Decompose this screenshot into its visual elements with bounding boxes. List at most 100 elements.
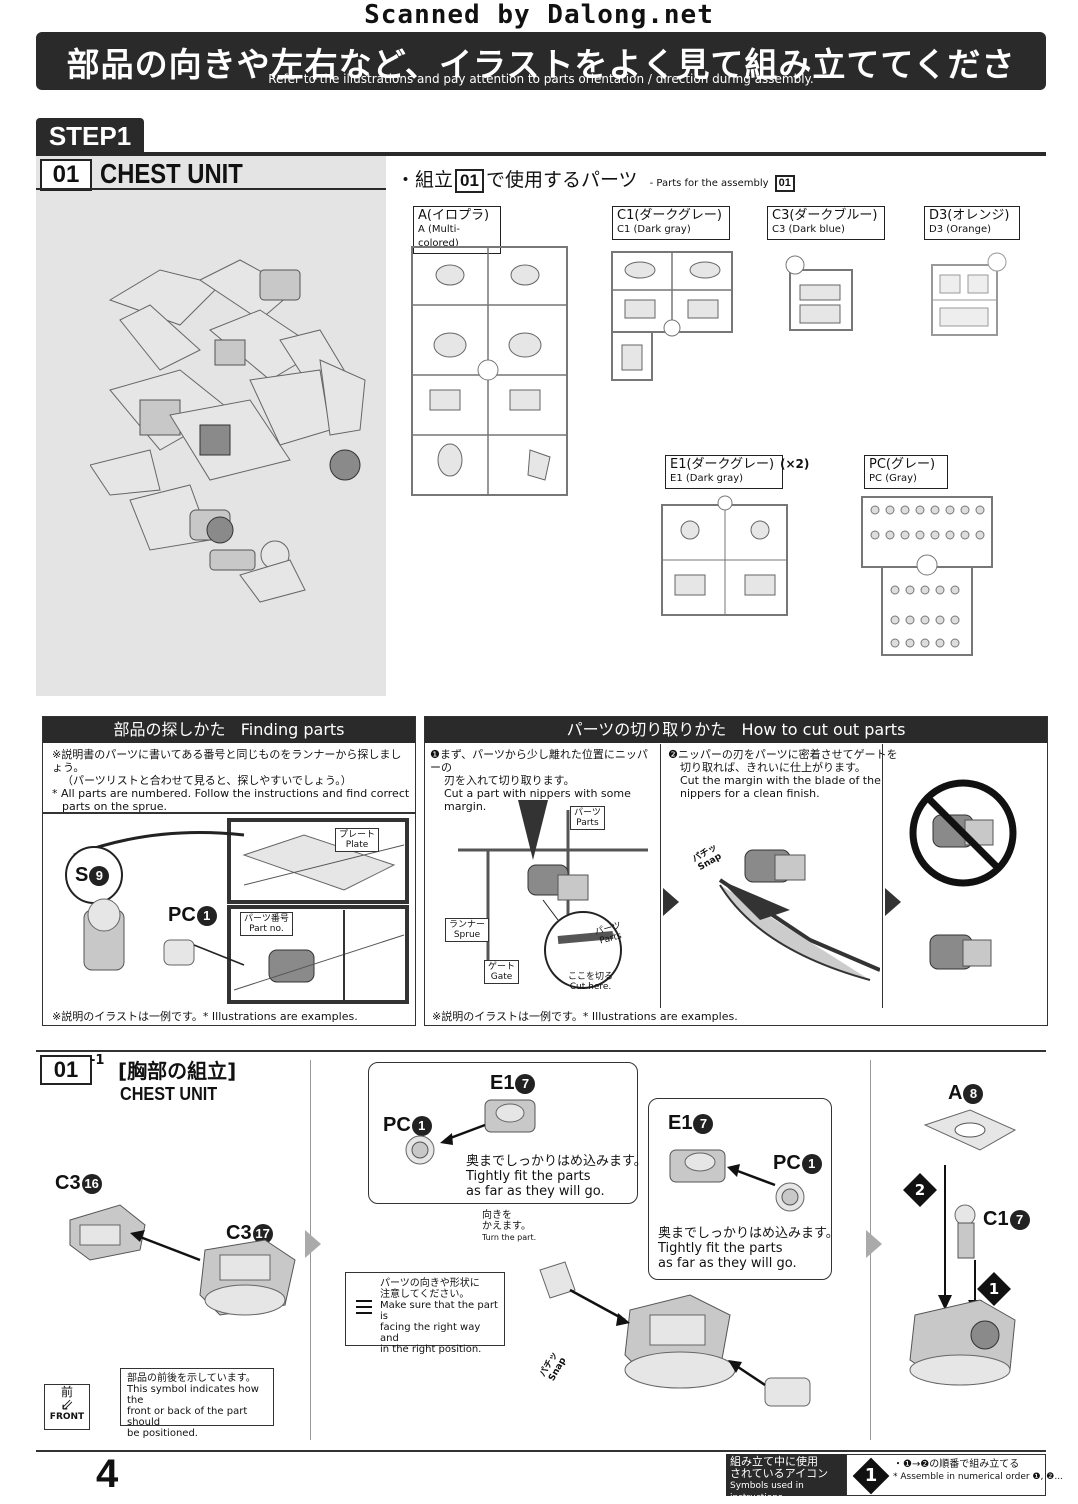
finding-parts-header: 部品の探しかた Finding parts [43, 717, 415, 743]
finding-note-jp1: ※説明書のパーツに書いてある番号と同じものをランナーから探しましょう。 [52, 748, 402, 774]
c3-16-num: 16 [81, 1173, 102, 1194]
runner-e1-jp: E1(ダークグレー) [670, 457, 775, 472]
icons-legend-box: 組み立て中に使用 されているアイコン Symbols used in instr… [726, 1454, 846, 1503]
cutting-step1-en: Cut a part with nippers with some margin… [444, 787, 631, 813]
pc1a-num: 1 [411, 1115, 432, 1136]
e1-7a-num: 7 [515, 1073, 536, 1094]
fit-2-jp: 奥までしっかりはめ込みます。 [658, 1226, 839, 1241]
finding-header-jp: 部品の探しかた [113, 720, 226, 739]
order-2-num: 2 [914, 1181, 926, 1199]
chest-final-assembly-illustration [909, 1109, 1017, 1386]
finding-note: ※説明書のパーツに書いてある番号と同じものをランナーから探しましょう。 （パーツ… [52, 748, 412, 813]
cutting-parts-label: パーツ Parts [570, 806, 605, 830]
orient-en1: Make sure that the part is [380, 1300, 498, 1322]
fit-1-jp: 奥までしっかりはめ込みます。 [466, 1154, 647, 1169]
substep-title-en: CHEST UNIT [120, 1084, 218, 1104]
footer-rule [36, 1450, 1046, 1452]
runner-d3-jp: D3(オレンジ) [929, 208, 1010, 223]
runner-c3-drawing [785, 255, 853, 331]
cutting-footnote: ※説明のイラストは一例です。* Illustrations are exampl… [432, 1010, 738, 1023]
plate-label: プレート Plate [335, 828, 380, 852]
runner-label-c3: C3(ダークブルー) C3 (Dark blue) [767, 206, 885, 240]
page-number: 4 [96, 1452, 119, 1496]
icons-en: Symbols used in instructions [730, 1481, 804, 1503]
runner-c3-en: C3 (Dark blue) [772, 224, 845, 235]
turn-jp2: かえます。 [482, 1221, 531, 1232]
finding-pc-letter: PC [168, 904, 196, 926]
parts-list-title-en-num: 01 [774, 175, 795, 192]
chest-unit-illustration [90, 259, 366, 603]
cutting-divider-2 [882, 744, 883, 1008]
cutting-divider-1 [660, 744, 661, 1008]
c3-17-num: 17 [252, 1223, 273, 1244]
step-label: STEP1 [36, 118, 144, 154]
orient-jp2: 注意してください。 [380, 1289, 470, 1300]
finding-parts-panel [42, 716, 416, 1026]
substep-title-jp: [胸部の組立] [118, 1059, 237, 1083]
cutting-runner-en: Sprue [453, 930, 481, 940]
chest-middle-assembly-illustration [539, 1261, 811, 1407]
finding-note-en2: parts on the sprue. [62, 800, 168, 813]
runner-e1-en: E1 (Dark gray) [670, 473, 744, 484]
c1-7-letter: C1 [983, 1208, 1009, 1230]
a8-letter: A [948, 1082, 963, 1104]
fit-callout-1 [368, 1062, 638, 1204]
partno-en: Part no. [249, 924, 284, 934]
orient-jp1: パーツの向きや形状に [380, 1278, 480, 1289]
cutting-cut-jp: ここを切る [568, 972, 614, 982]
front-en3: be positioned. [127, 1428, 198, 1439]
e1-7b-num: 7 [693, 1113, 714, 1134]
step-rule [36, 152, 1046, 156]
pc1b-letter: PC [773, 1152, 801, 1174]
runner-label-pc: PC(グレー) PC (Gray) [864, 455, 948, 489]
orient-en3: in the right position. [380, 1344, 482, 1355]
runner-e1-drawing [661, 495, 788, 616]
cutting-gate-label: ゲート Gate [484, 960, 520, 984]
banner-text-jp: 部品の向きや左右など、イラストをよく見て組み立ててください。 [66, 45, 1016, 132]
substep-number: 01 [40, 1055, 92, 1085]
runner-pc-drawing [861, 496, 993, 656]
order-1-num: 1 [988, 1280, 1000, 1298]
title-underline [36, 188, 386, 190]
parts-list-title-en: - Parts for the assembly [649, 178, 769, 189]
front-jp1: 部品の前後を示しています。 [127, 1373, 256, 1384]
runner-label-d3: D3(オレンジ) D3 (Orange) [924, 206, 1020, 240]
part-number-label: パーツ番号 Part no. [240, 912, 293, 936]
cutting-parts-jp: パーツ [574, 808, 601, 818]
runner-c1-drawing [611, 251, 733, 381]
substep-arrow-1 [305, 1230, 321, 1258]
fit-1-en1: Tightly fit the parts [466, 1169, 591, 1184]
turn-en: Turn the part. [482, 1233, 537, 1242]
runner-c3-jp: C3(ダークブルー) [772, 208, 878, 223]
front-en1: This symbol indicates how the [127, 1384, 259, 1406]
cutting-arrow-1 [663, 888, 679, 916]
front-symbol-note: 部品の前後を示しています。 This symbol indicates how … [120, 1368, 274, 1439]
substep-arrow-2 [866, 1230, 882, 1258]
fit-callout-1-text: 奥までしっかりはめ込みます。 Tightly fit the parts as … [466, 1154, 647, 1199]
fit-callout-2-text: 奥までしっかりはめ込みます。 Tightly fit the parts as … [658, 1226, 839, 1271]
c3-parts-illustration [69, 1204, 296, 1316]
front-icon: 前 ⇙ FRONT [44, 1384, 90, 1430]
cutting-header: パーツの切り取りかた How to cut out parts [425, 717, 1047, 743]
finding-s9-num: 9 [89, 865, 110, 886]
step-title: CHEST UNIT [100, 158, 243, 189]
e1-7b-letter: E1 [668, 1112, 693, 1134]
finding-note-jp2: （パーツリストと合わせて見ると、探しやすいでしょう。） [62, 774, 352, 787]
cutting-runner-label: ランナー Sprue [445, 918, 490, 942]
finding-s9-letter: S [75, 864, 89, 886]
partno-jp: パーツ番号 [244, 914, 289, 924]
cutting-step2: ❷ニッパーの刃をパーツに密着させてゲートを 切り取れば、きれいに仕上がります。 … [668, 748, 898, 800]
finding-pc-num: 1 [196, 905, 217, 926]
finding-header-en: Finding parts [240, 720, 345, 739]
cutting-step2-en1: Cut the margin with the blade of the [680, 774, 881, 787]
cutting-step2-illustration [718, 849, 880, 981]
plate-jp: プレート [339, 830, 376, 840]
